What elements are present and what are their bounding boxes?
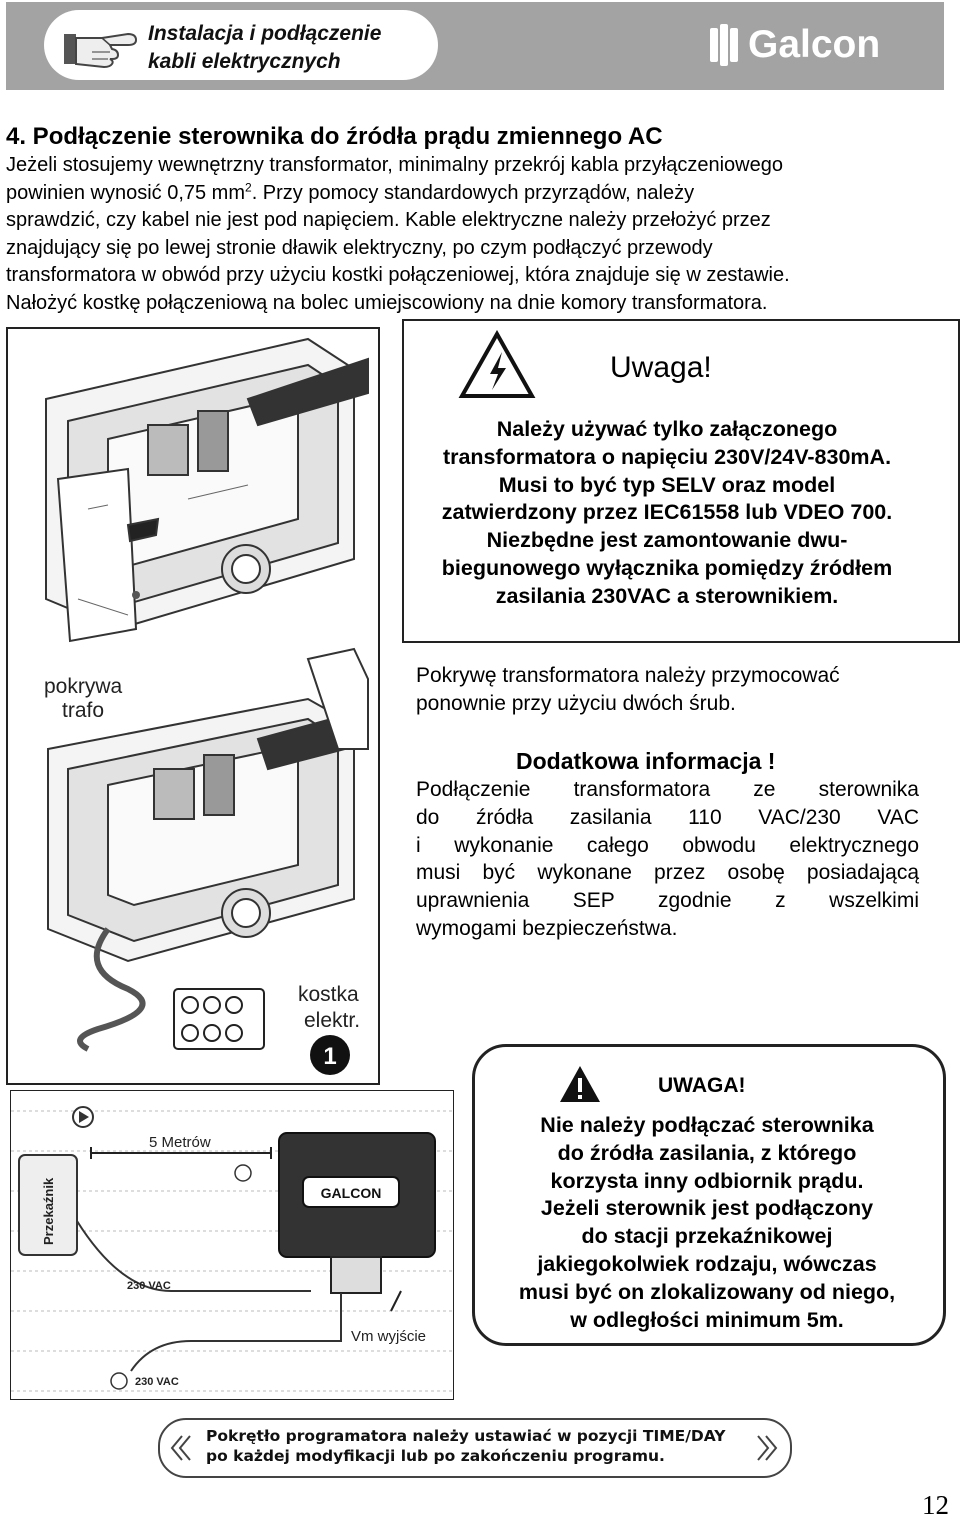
galcon-logo — [710, 24, 738, 66]
bottom-note-text: Pokrętło programatora należy ustawiać w … — [206, 1426, 766, 1466]
paragraph-line: Nałożyć kostkę połączeniową na bolec umi… — [6, 291, 768, 314]
step-number: 1 — [323, 1043, 336, 1070]
installation-illustration: pokrywa trafo kostka elektr. 1 — [6, 327, 380, 1085]
additional-info-line: do źródła zasilania 110 VAC/230 VAC — [416, 805, 919, 829]
additional-info-text: Podłączenie transformatora ze sterownika… — [416, 776, 919, 943]
page-number: 12 — [922, 1490, 949, 1520]
cover-label-line1: pokrywa — [44, 675, 123, 698]
step-badge — [310, 1035, 350, 1075]
cover-note-line: Pokrywę transformatora należy przymocowa… — [416, 664, 840, 687]
relay-label: Przekaźnik — [41, 1177, 56, 1245]
warning-triangle-icon — [560, 1066, 600, 1102]
cover-label-line2: trafo — [62, 699, 104, 722]
paragraph-line: Jeżeli stosujemy wewnętrzny transformato… — [6, 154, 783, 176]
header-title-line1: Instalacja i podłączenie — [148, 22, 382, 45]
note-chevrons — [170, 1435, 778, 1461]
voltage-label-2: 230 VAC — [135, 1376, 179, 1388]
paragraph-line: transformatora w obwód przy użyciu kostk… — [6, 264, 790, 287]
paragraph-line: powinien wynosić 0,75 mm2. Przy pomocy s… — [6, 180, 951, 208]
warning-line: Niezbędne jest zamontowanie dwu- — [486, 528, 848, 553]
cover-note: Pokrywę transformatora należy przymocowa… — [416, 662, 936, 718]
output-label: Vm wyjście — [351, 1328, 426, 1345]
warning2-line: korzysta inny odbiornik prądu. — [550, 1168, 864, 1193]
pointing-hand-icon — [64, 32, 138, 69]
section-paragraph: Jeżeli stosujemy wewnętrzny transformato… — [6, 152, 951, 318]
header-title-line2: kabli elektrycznych — [148, 50, 341, 73]
warning-line: zatwierdzony przez IEC61558 lub VDEO 700… — [441, 500, 893, 525]
warning-text: Należy używać tylko załączonego transfor… — [404, 416, 930, 611]
paragraph-text: powinien wynosić 0,75 mm — [6, 181, 245, 204]
controller-drawing: pokrywa trafo kostka elektr. 1 — [44, 337, 369, 1075]
high-voltage-icon — [458, 330, 536, 398]
paragraph-line: sprawdzić, czy kabel nie jest pod napięc… — [6, 209, 771, 232]
warning2-line: jakiegokolwiek rodzaju, wówczas — [537, 1251, 877, 1276]
warning2-box — [472, 1044, 946, 1346]
additional-info-line: uprawnienia SEP zgodnie z wszelkimi — [416, 889, 919, 913]
warning-line: transformatora o napięciu 230V/24V-830mA… — [442, 444, 892, 469]
warning2-title: UWAGA! — [658, 1074, 746, 1097]
warning2-line: Nie należy podłączać sterownika — [540, 1113, 874, 1137]
header-title: Instalacja i podłączenie kabli elektrycz… — [148, 20, 438, 76]
cover-note-line: ponownie przy użyciu dwóch śrub. — [416, 692, 736, 715]
warning-title: Uwaga! — [610, 351, 712, 384]
warning-line: Należy używać tylko załączonego — [496, 417, 838, 441]
block-label-line1: kostka — [298, 983, 359, 1006]
superscript: 2 — [245, 179, 252, 194]
additional-info-line: wymogami bezpieczeństwa. — [416, 916, 678, 940]
wiring-drawing: Przekaźnik 5 Metrów GALCON 230 VAC 230 V… — [11, 1106, 453, 1392]
additional-info-line: Podłączenie transformatora ze sterownika — [416, 778, 919, 801]
bottom-note-box — [158, 1418, 792, 1478]
warning-line: zasilania 230VAC a sterownikiem. — [495, 583, 839, 608]
additional-info-line: i wykonanie całego obwodu elektrycznego — [416, 833, 919, 857]
controller-brand: GALCON — [321, 1185, 382, 1201]
warning2-line: do źródła zasilania, z którego — [557, 1140, 857, 1165]
warning2-line: Jeżeli sterownik jest podłączony — [540, 1196, 874, 1221]
warning2-line: w odległości minimum 5m. — [570, 1307, 844, 1332]
wiring-diagram: Przekaźnik 5 Metrów GALCON 230 VAC 230 V… — [10, 1090, 454, 1400]
block-label-line2: elektr. — [304, 1009, 360, 1032]
chevron-left-icon — [170, 1435, 191, 1461]
brand-name: Galcon — [748, 23, 881, 66]
additional-info-title: Dodatkowa informacja ! — [516, 748, 776, 774]
section-heading: 4. Podłączenie sterownika do źródła prąd… — [6, 123, 663, 150]
voltage-label-1: 230 VAC — [127, 1280, 171, 1292]
note-line: Pokrętło programatora należy ustawiać w … — [206, 1427, 726, 1445]
chevron-right-icon — [757, 1435, 778, 1461]
warning-line: Musi to być typ SELV oraz model — [498, 472, 836, 497]
distance-label: 5 Metrów — [149, 1134, 211, 1151]
warning-line: biegunowego wyłącznika pomiędzy źródłem — [441, 555, 893, 580]
warning2-line: musi być on zlokalizowany od niego, — [518, 1279, 896, 1304]
warning2-text: Nie należy podłączać sterownika do źródł… — [472, 1112, 942, 1334]
note-line: po każdej modyfikacji lub po zakończeniu… — [206, 1447, 665, 1465]
additional-info-line: musi być wykonane przez osobę posiadając… — [416, 861, 919, 885]
paragraph-text: . Przy pomocy standardowych przyrządów, … — [251, 181, 695, 204]
paragraph-line: znajdujący się po lewej stronie dławik e… — [6, 236, 713, 259]
warning2-line: do stacji przekaźnikowej — [581, 1224, 833, 1249]
